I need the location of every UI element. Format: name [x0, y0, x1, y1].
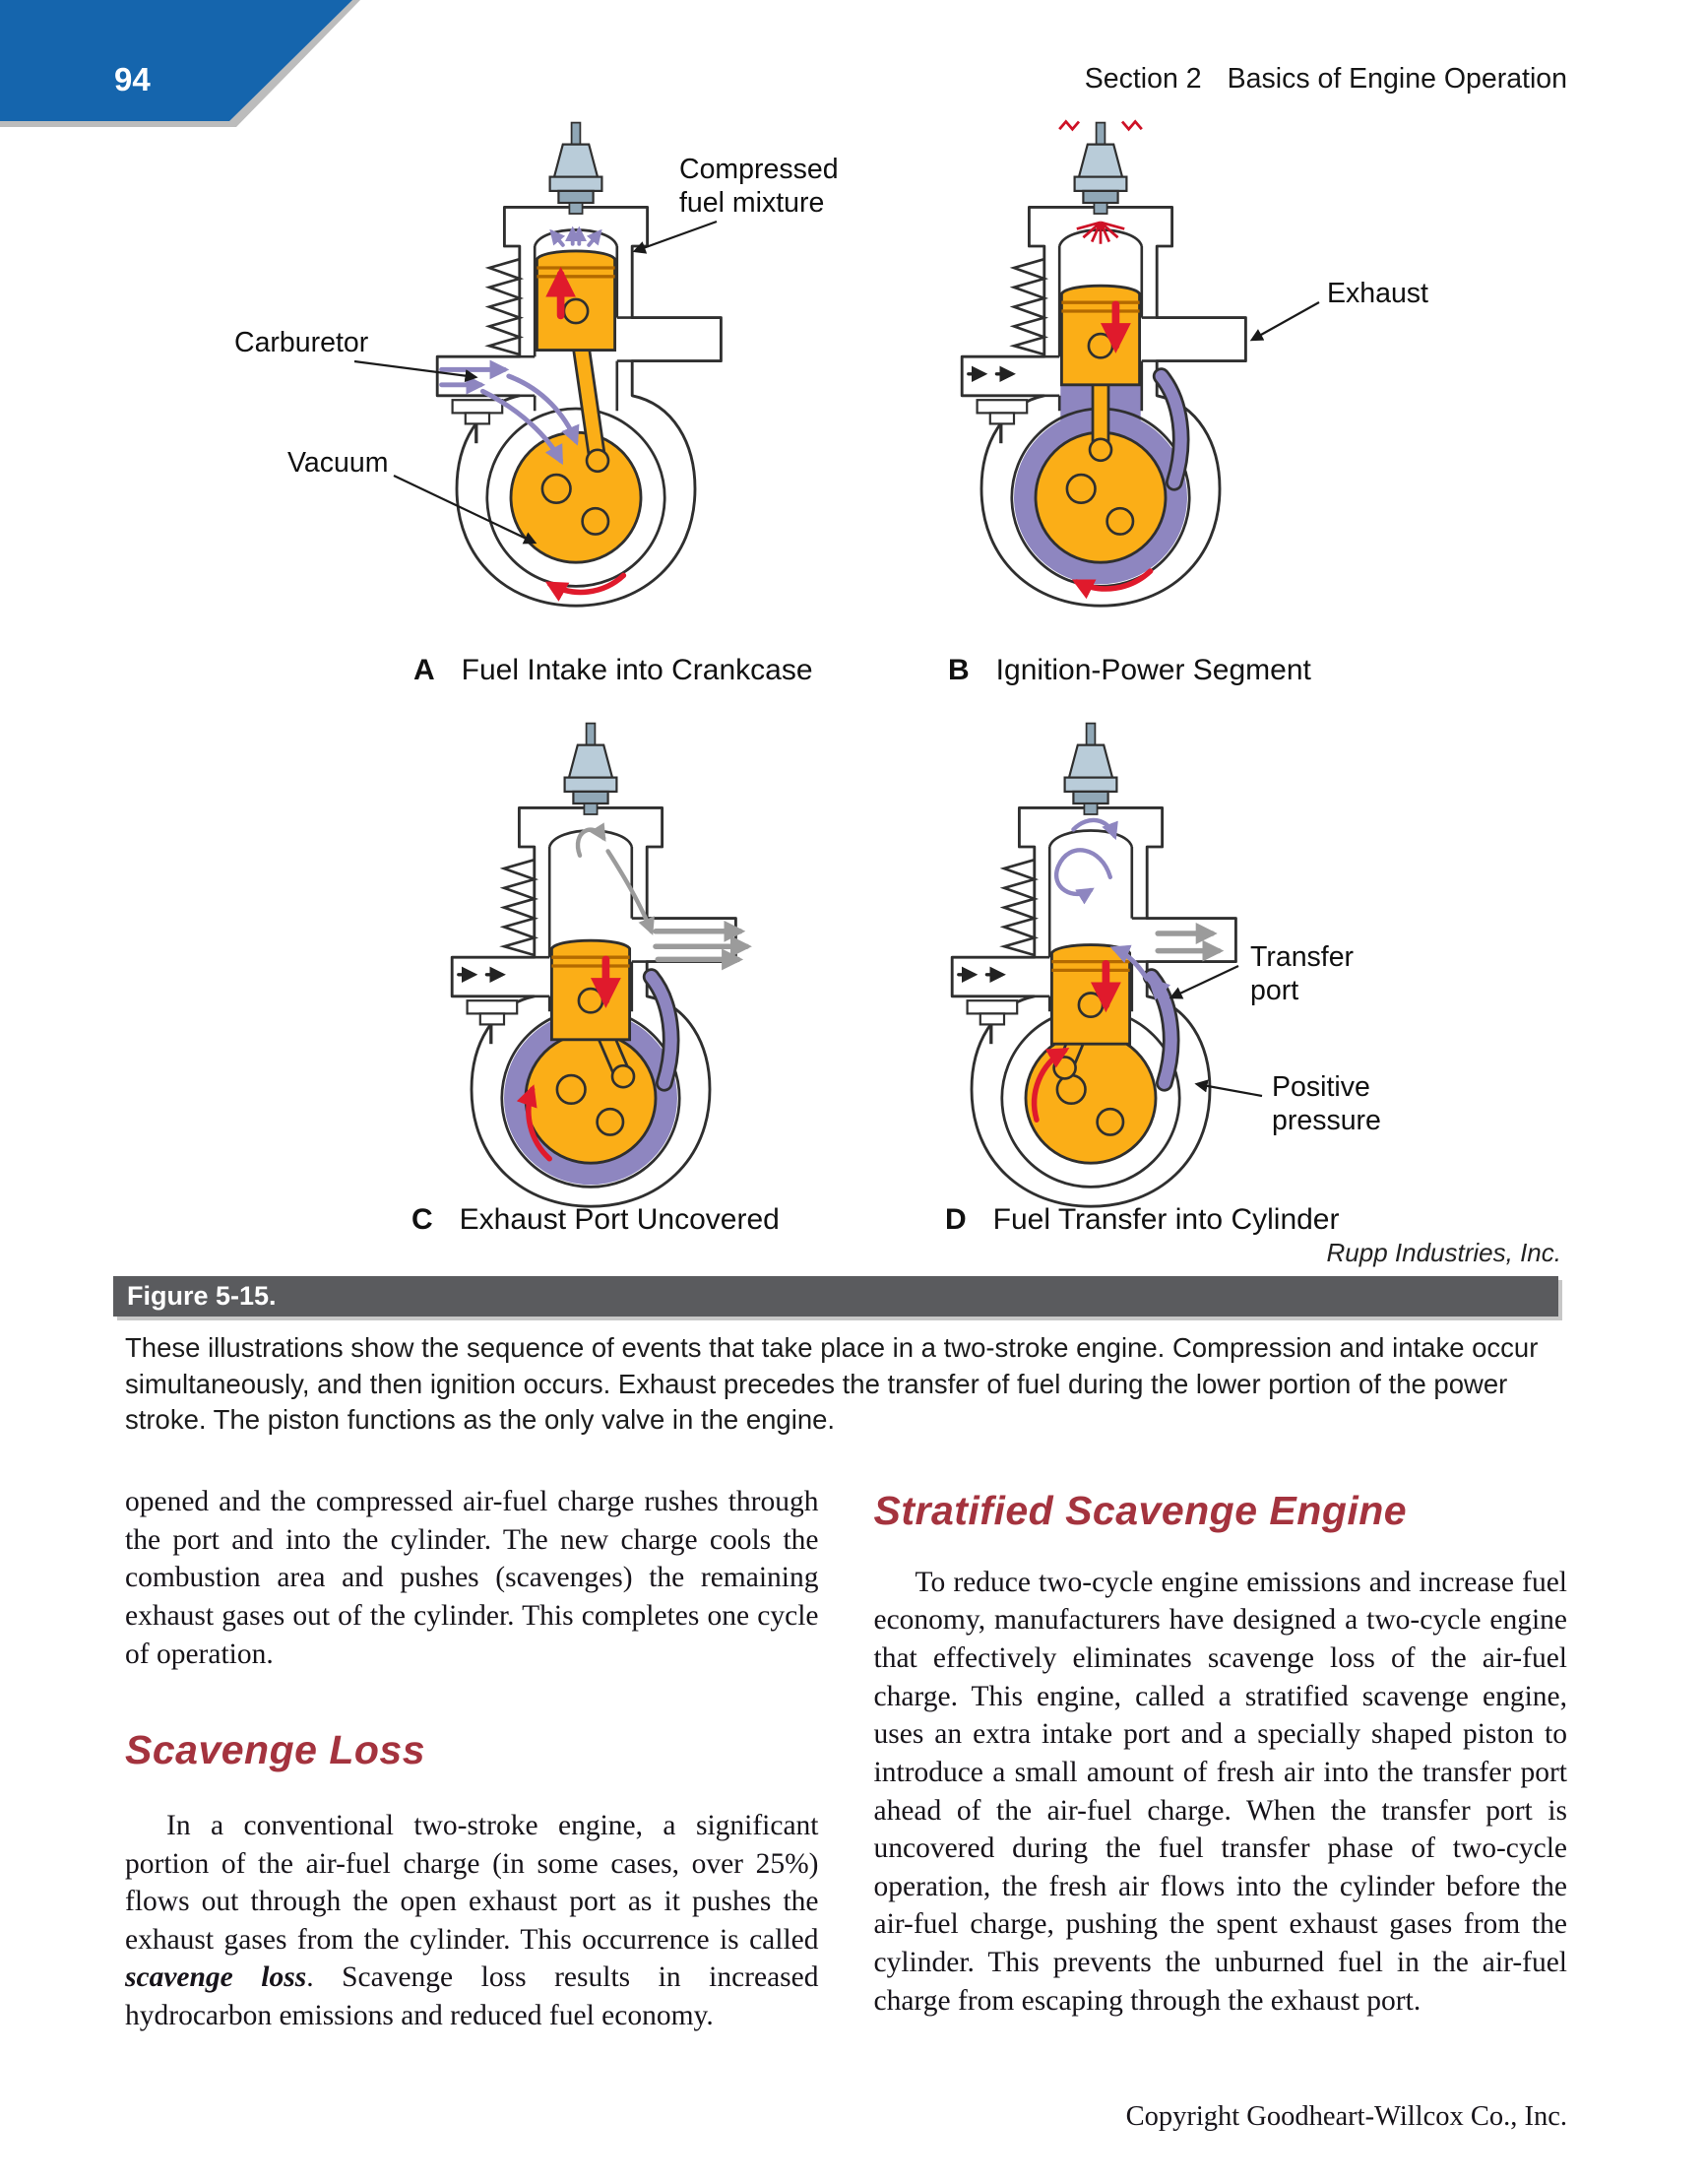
- section-title: Basics of Engine Operation: [1227, 63, 1567, 95]
- piston: [1049, 943, 1132, 1046]
- carburetor-detail: [451, 399, 504, 444]
- piston: [549, 938, 632, 1042]
- heading-scavenge-loss: Scavenge Loss: [125, 1727, 426, 1773]
- paragraph: To reduce two-cycle engine emissions and…: [873, 1566, 1568, 2017]
- key-term: scavenge loss: [125, 1961, 307, 1994]
- label-positive-pressure: Positive pressure: [1272, 1071, 1381, 1137]
- spark-plug-icon: [548, 121, 603, 215]
- caption-panel-b: B Ignition-Power Segment: [948, 654, 1311, 686]
- label-carburetor: Carburetor: [234, 327, 369, 358]
- crankshaft: [509, 430, 643, 564]
- figure-credit: Rupp Industries, Inc.: [1326, 1238, 1561, 1267]
- cooling-fins: [484, 257, 525, 356]
- heading-stratified-scavenge-engine: Stratified Scavenge Engine: [873, 1488, 1408, 1533]
- spark-plug-icon: [1063, 722, 1118, 815]
- spark-plug-icon: [563, 722, 618, 815]
- engine-diagram-c: [428, 717, 753, 1237]
- flow-arrows: [967, 119, 1154, 600]
- flow-arrows: [439, 225, 627, 602]
- figure-5-15: Compressed fuel mixture Carburetor Vacuu…: [98, 113, 1605, 1277]
- flow-arrows: [957, 817, 1225, 1123]
- crankshaft: [1024, 1031, 1158, 1165]
- column-right: Stratified Scavenge Engine To reduce two…: [874, 1483, 1568, 2035]
- label-vacuum: Vacuum: [287, 447, 389, 479]
- paragraph: In a conventional two-stroke engine, a s…: [125, 1809, 819, 2032]
- engine-diagram-b: [938, 116, 1263, 636]
- cooling-fins: [1009, 257, 1049, 356]
- piston: [535, 249, 617, 353]
- caption-panel-a: A Fuel Intake into Crankcase: [413, 654, 813, 686]
- figure-caption-text: These illustrations show the sequence of…: [125, 1332, 1539, 1436]
- label-exhaust: Exhaust: [1327, 278, 1428, 309]
- crankshaft: [524, 1031, 658, 1165]
- article-body: opened and the compressed air-fuel charg…: [125, 1483, 1567, 2035]
- spark-plug-icon: [1073, 121, 1128, 215]
- section-label: Section 2: [1084, 63, 1202, 95]
- label-transfer-port: Transfer port: [1250, 941, 1355, 1007]
- page-number-banner: [0, 0, 352, 121]
- figure-bar: Figure 5-15.: [113, 1276, 1558, 1317]
- caption-panel-c: C Exhaust Port Uncovered: [411, 1203, 780, 1236]
- copyright-footer: Copyright Goodheart-Willcox Co., Inc.: [1125, 2101, 1567, 2132]
- engine-diagram-d: [928, 717, 1253, 1237]
- cooling-fins: [999, 858, 1040, 957]
- carburetor-detail: [966, 999, 1019, 1045]
- flow-arrows: [457, 822, 752, 1162]
- cooling-fins: [499, 858, 539, 957]
- caption-panel-d: D Fuel Transfer into Cylinder: [945, 1203, 1340, 1236]
- column-left: opened and the compressed air-fuel charg…: [125, 1483, 819, 2035]
- crankshaft: [1034, 430, 1168, 564]
- carburetor-detail: [466, 999, 519, 1045]
- paragraph: opened and the compressed air-fuel charg…: [125, 1486, 819, 1670]
- page-number: 94: [114, 61, 151, 97]
- piston: [1059, 284, 1142, 387]
- running-header: Section 2 Basics of Engine Operation: [1085, 63, 1567, 96]
- label-compressed-fuel-mixture: Compressed fuel mixture: [679, 154, 839, 220]
- carburetor-detail: [976, 399, 1029, 444]
